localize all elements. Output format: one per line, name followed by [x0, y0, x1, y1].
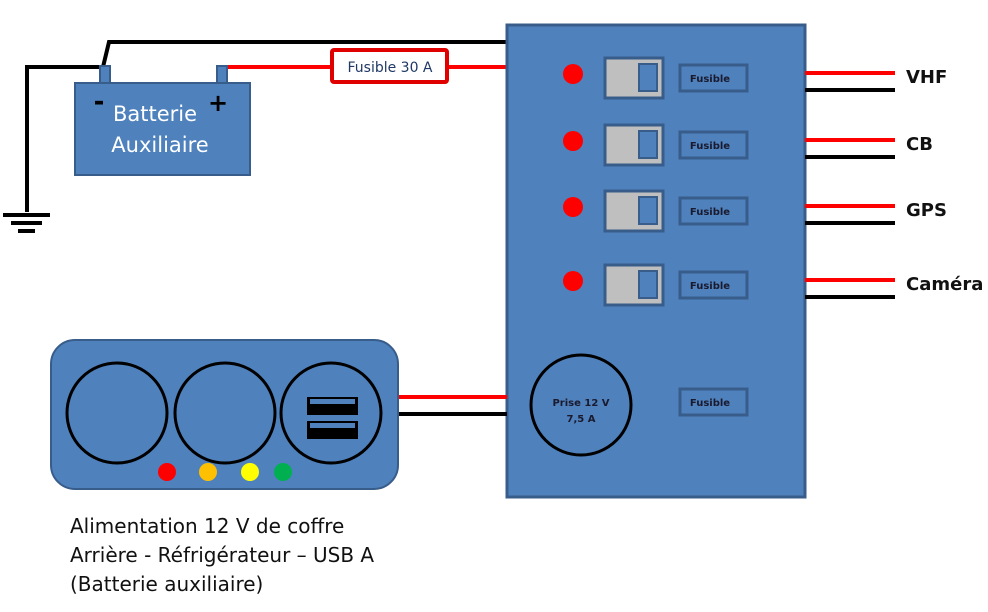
socket-fuse[interactable]: Fusible [678, 387, 749, 417]
socket-fuse-label: Fusible [690, 398, 730, 409]
main-fuse-label: Fusible 30 A [347, 60, 432, 76]
indicator-led [563, 64, 583, 84]
fuse-label: Fusible [690, 141, 730, 152]
socket-1[interactable] [65, 361, 169, 465]
circuit-name: VHF [906, 67, 947, 88]
status-led [274, 463, 292, 481]
circuit-row: Fusible Caméra [563, 263, 983, 307]
battery-label-line2: Auxiliaire [111, 133, 208, 157]
caption-line-3: (Batterie auxiliaire) [70, 572, 264, 596]
circuit-row: Fusible VHF [563, 56, 947, 100]
circuit-name: GPS [906, 200, 947, 221]
fuse-slot[interactable]: Fusible [678, 63, 749, 93]
socket-label-line1: Prise 12 V [552, 398, 609, 409]
circuit-row: Fusible CB [563, 123, 933, 167]
socket-12v[interactable]: Prise 12 V 7,5 A [529, 353, 633, 457]
circuit-name: Caméra [906, 274, 983, 295]
rear-unit-caption: Alimentation 12 V de coffre Arrière - Ré… [70, 512, 374, 599]
rear-power-unit [50, 339, 399, 490]
fuse-label: Fusible [690, 74, 730, 85]
usb-port-icon [307, 397, 358, 439]
fuse-label: Fusible [690, 281, 730, 292]
battery: - + Batterie Auxiliaire [74, 65, 251, 176]
toggle-switch[interactable] [603, 123, 665, 167]
indicator-led [563, 197, 583, 217]
status-led [241, 463, 259, 481]
status-led [199, 463, 217, 481]
battery-label-line1: Batterie [113, 102, 197, 126]
toggle-switch[interactable] [603, 263, 665, 307]
circuit-name: CB [906, 134, 933, 155]
fuse-slot[interactable]: Fusible [678, 196, 749, 226]
ground-icon [3, 213, 50, 233]
circuit-row: Fusible GPS [563, 189, 947, 233]
toggle-switch[interactable] [603, 56, 665, 100]
battery-negative-symbol: - [94, 87, 105, 117]
indicator-led [563, 271, 583, 291]
fuse-label: Fusible [690, 207, 730, 218]
caption-line-1: Alimentation 12 V de coffre [70, 514, 345, 538]
socket-label-line2: 7,5 A [567, 414, 596, 425]
fuse-slot[interactable]: Fusible [678, 270, 749, 300]
caption-line-2: Arrière - Réfrigérateur – USB A [70, 543, 375, 567]
main-fuse: Fusible 30 A [330, 48, 449, 84]
toggle-switch[interactable] [603, 189, 665, 233]
indicator-led [563, 131, 583, 151]
status-led [158, 463, 176, 481]
battery-positive-symbol: + [208, 89, 228, 117]
socket-2[interactable] [173, 361, 277, 465]
fuse-slot[interactable]: Fusible [678, 130, 749, 160]
